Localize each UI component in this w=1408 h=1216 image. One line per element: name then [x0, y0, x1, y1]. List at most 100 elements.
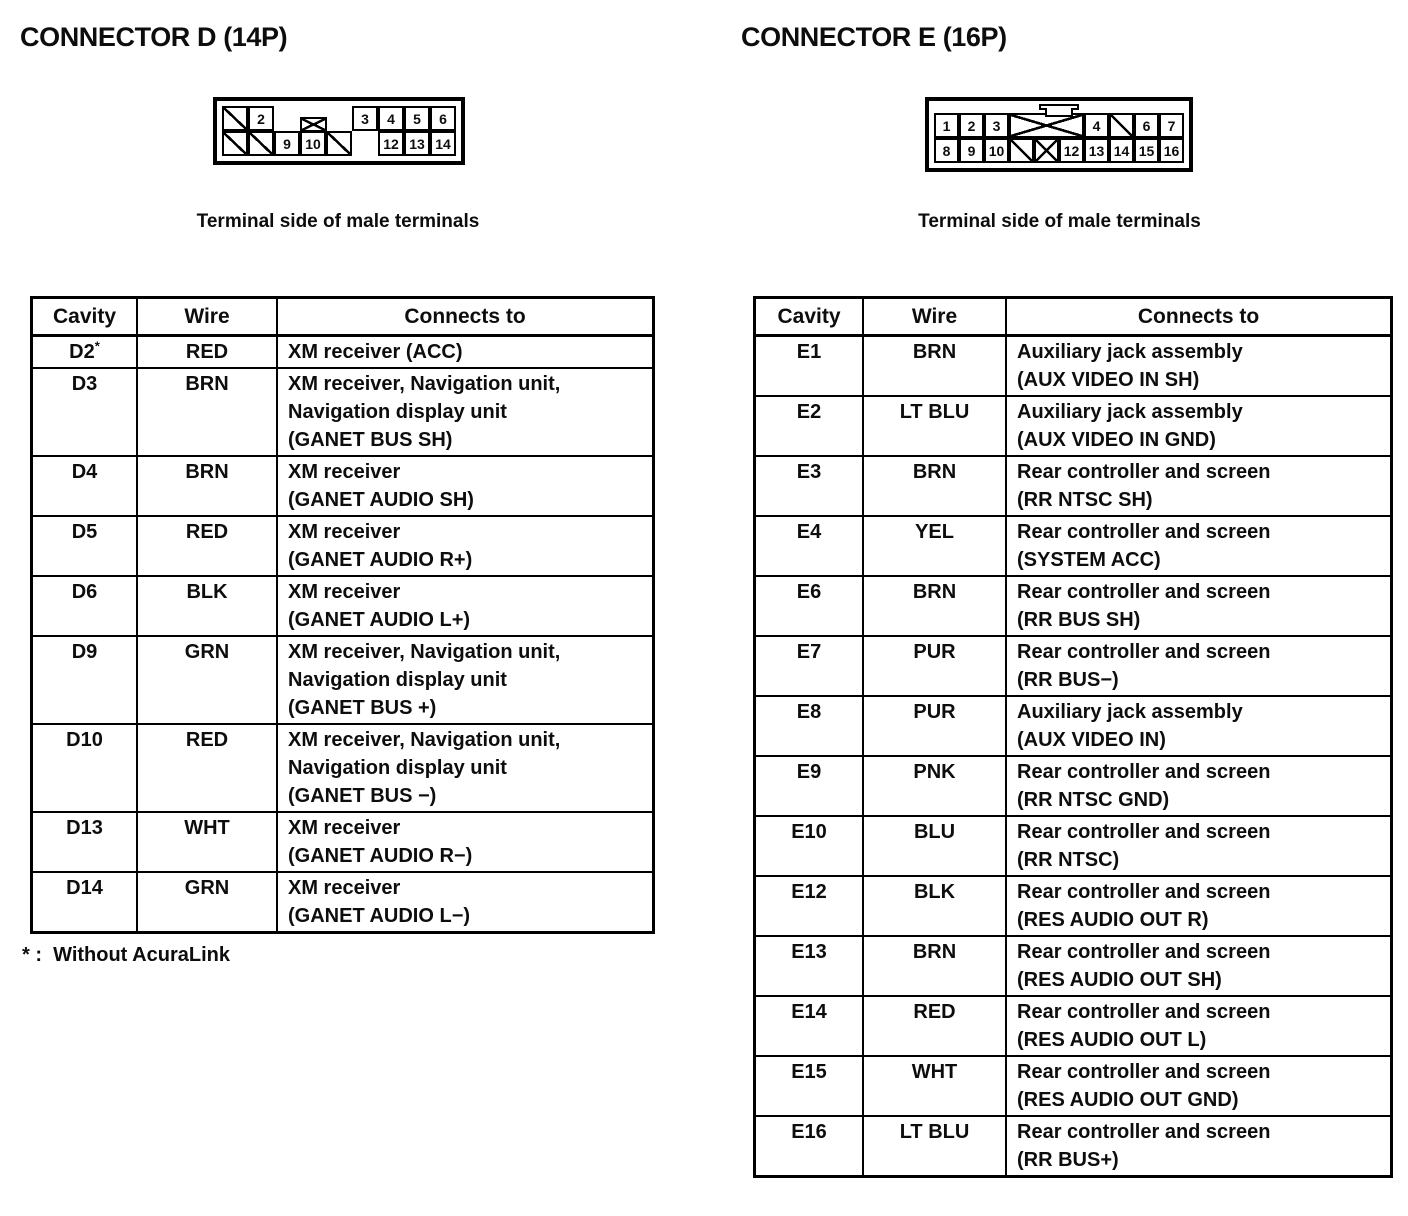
pin-cavity: 8	[934, 138, 959, 163]
connects-line: (GANET AUDIO L+)	[288, 609, 471, 631]
column-header: Cavity	[753, 296, 864, 337]
pin-cavity: 14	[430, 131, 456, 156]
wire-cell: BRN	[862, 334, 1007, 397]
connects-line: (RR NTSC GND)	[1017, 789, 1170, 811]
connects-line: (GANET AUDIO R+)	[288, 549, 473, 571]
column-header: Wire	[136, 296, 278, 337]
connects-cell: XM receiver(GANET AUDIO SH)	[276, 455, 655, 517]
wire-cell: LT BLU	[862, 395, 1007, 457]
wire-cell: BRN	[136, 367, 278, 457]
pin-blocked-slash	[1009, 138, 1034, 163]
connects-line: Navigation display unit	[288, 757, 507, 779]
cavity-cell: E15	[753, 1055, 864, 1117]
connects-cell: Rear controller and screen(RES AUDIO OUT…	[1005, 1055, 1393, 1117]
pin-cavity: 16	[1159, 138, 1184, 163]
pin-empty	[274, 106, 300, 131]
cavity-cell: E14	[753, 995, 864, 1057]
connects-line: (GANET BUS +)	[288, 697, 437, 719]
connects-cell: XM receiver, Navigation unit,Navigation …	[276, 635, 655, 725]
footnote-without-acuralink: * : Without AcuraLink	[22, 944, 230, 966]
column-header: Cavity	[30, 296, 138, 337]
column-header: Wire	[862, 296, 1007, 337]
connects-cell: Rear controller and screen(RR BUS+)	[1005, 1115, 1393, 1178]
connects-line: (GANET BUS SH)	[288, 429, 453, 451]
latch-bowtie-icon	[300, 117, 327, 132]
connects-line: (RES AUDIO OUT R)	[1017, 909, 1209, 931]
pin-cavity: 4	[1084, 113, 1109, 138]
pin-cavity: 4	[378, 106, 404, 131]
cavity-cell: E3	[753, 455, 864, 517]
wire-cell: RED	[136, 334, 278, 369]
pin-cavity: 15	[1134, 138, 1159, 163]
connects-line: Auxiliary jack assembly	[1017, 341, 1243, 363]
connects-line: (RR NTSC)	[1017, 849, 1120, 871]
connects-line: XM receiver (ACC)	[288, 341, 463, 363]
connects-cell: XM receiver, Navigation unit,Navigation …	[276, 367, 655, 457]
pin-cavity: 6	[1134, 113, 1159, 138]
pin-blocked-slash	[1109, 113, 1134, 138]
wire-cell: RED	[136, 515, 278, 577]
connects-cell: Auxiliary jack assembly(AUX VIDEO IN GND…	[1005, 395, 1393, 457]
wire-cell: WHT	[862, 1055, 1007, 1117]
connects-line: (GANET AUDIO SH)	[288, 489, 474, 511]
connects-line: Rear controller and screen	[1017, 941, 1271, 963]
connects-line: Rear controller and screen	[1017, 881, 1271, 903]
connects-line: Navigation display unit	[288, 401, 507, 423]
connects-line: Auxiliary jack assembly	[1017, 701, 1243, 723]
wire-cell: PNK	[862, 755, 1007, 817]
cavity-cell: E4	[753, 515, 864, 577]
connects-line: (RR BUS+)	[1017, 1149, 1119, 1171]
connects-line: Rear controller and screen	[1017, 581, 1271, 603]
connects-line: Rear controller and screen	[1017, 761, 1271, 783]
wire-cell: BLU	[862, 815, 1007, 877]
connector-e-title: CONNECTOR E (16P)	[741, 22, 1007, 52]
connects-cell: Rear controller and screen (RES AUDIO OUT…	[1005, 875, 1393, 937]
wire-cell: WHT	[136, 811, 278, 873]
connects-cell: Rear controller and screen(SYSTEM ACC)	[1005, 515, 1393, 577]
connects-line: (RES AUDIO OUT L)	[1017, 1029, 1207, 1051]
pin-cavity: 10	[300, 131, 326, 156]
pin-cavity: 9	[959, 138, 984, 163]
connector-d-title: CONNECTOR D (14P)	[20, 22, 288, 52]
connects-line: (RR BUS SH)	[1017, 609, 1141, 631]
connects-line: XM receiver	[288, 817, 401, 839]
wire-cell: YEL	[862, 515, 1007, 577]
connects-line: Rear controller and screen	[1017, 1061, 1271, 1083]
connects-line: Rear controller and screen	[1017, 821, 1271, 843]
connects-line: XM receiver	[288, 521, 401, 543]
connects-cell: Rear controller and screen(RR NTSC SH)	[1005, 455, 1393, 517]
pin-cavity: 3	[352, 106, 378, 131]
cavity-cell: D10	[30, 723, 138, 813]
connects-cell: Auxiliary jack assembly (AUX VIDEO IN)	[1005, 695, 1393, 757]
connects-line: (AUX VIDEO IN)	[1017, 729, 1166, 751]
connects-cell: Rear controller and screen(RES AUDIO OUT…	[1005, 995, 1393, 1057]
connects-line: (RR BUS−)	[1017, 669, 1119, 691]
pin-blocked-slash	[248, 131, 274, 156]
wire-cell: RED	[862, 995, 1007, 1057]
connects-line: Navigation display unit	[288, 669, 507, 691]
connects-line: (GANET BUS −)	[288, 785, 437, 807]
connects-line: XM receiver, Navigation unit,	[288, 729, 561, 751]
connects-cell: Auxiliary jack assembly(AUX VIDEO IN SH)	[1005, 334, 1393, 397]
connects-cell: Rear controller and screen (RR NTSC GND)	[1005, 755, 1393, 817]
cavity-cell: D5	[30, 515, 138, 577]
connects-cell: Rear controller and screen(RR BUS−)	[1005, 635, 1393, 697]
cavity-cell: E10	[753, 815, 864, 877]
